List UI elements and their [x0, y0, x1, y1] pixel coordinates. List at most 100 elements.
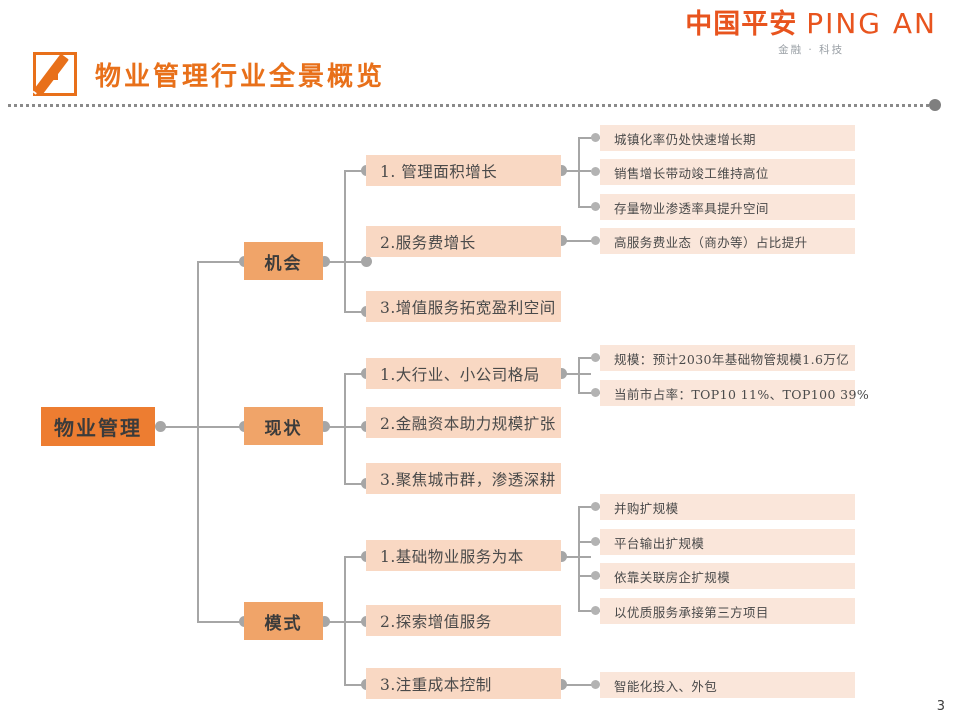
- node-b1-item-1-label: 2.金融资本助力规模扩张: [380, 414, 556, 433]
- connector-b2-item-0: [344, 556, 366, 558]
- connector-b2i0-leaf1: [578, 541, 600, 543]
- page-number: 3: [936, 699, 945, 714]
- dot-b2i2-out: [556, 679, 567, 690]
- connector-main-trunk: [197, 262, 199, 622]
- page-title-group: 物业管理行业全景概览: [32, 52, 386, 97]
- dot-b0i0-leaf2: [591, 202, 600, 211]
- node-branch-status[interactable]: 现状: [244, 407, 323, 445]
- leaf-b1i0-1[interactable]: 当前市占率：TOP10 11%、TOP100 39%: [600, 380, 869, 406]
- connector-b2i0-trunk: [578, 507, 580, 611]
- dot-b1i0-leaf1: [591, 388, 600, 397]
- title-divider: [8, 104, 931, 107]
- leaf-b0i0-2[interactable]: 存量物业渗透率具提升空间: [600, 194, 855, 220]
- dot-b0-item-1: [361, 256, 372, 267]
- node-b0-item-0-label: 1. 管理面积增长: [380, 162, 498, 181]
- dot-b2i0-leaf1: [591, 537, 600, 546]
- node-b2-item-1-label: 2.探索增值服务: [380, 612, 492, 631]
- leaf-b2i0-1-label: 平台输出扩规模: [614, 535, 705, 551]
- dot-b0i0-leaf0: [591, 133, 600, 142]
- node-b0-item-0[interactable]: 1. 管理面积增长: [366, 155, 561, 186]
- leaf-b0i0-0[interactable]: 城镇化率仍处快速增长期: [600, 125, 855, 151]
- connector-b2i0-leaf3: [578, 610, 600, 612]
- connector-b0i0-leaf0: [578, 137, 600, 139]
- node-b0-item-2-label: 3.增值服务拓宽盈利空间: [380, 298, 556, 317]
- connector-dot-branch-0-out: [319, 256, 330, 267]
- connector-dot-branch-1-out: [319, 421, 330, 432]
- brand-name-en: PING AN: [806, 7, 937, 40]
- node-b1-item-0-label: 1.大行业、小公司格局: [380, 365, 540, 384]
- leaf-b2i0-2[interactable]: 依靠关联房企扩规模: [600, 563, 855, 589]
- node-root-label: 物业管理: [54, 416, 142, 440]
- node-branch-0-label: 机会: [264, 253, 303, 274]
- connector-b0i1-out: [561, 240, 596, 242]
- connector-b2i0-leaf0: [578, 506, 600, 508]
- pencil-edit-icon: [32, 52, 77, 97]
- connector-b1i0-trunk: [578, 358, 580, 394]
- connector-b0i0-trunk: [578, 138, 580, 208]
- connector-b0-item-0: [344, 170, 366, 172]
- brand-tagline: 金融 · 科技: [778, 44, 845, 56]
- node-b0-item-2[interactable]: 3.增值服务拓宽盈利空间: [366, 291, 561, 322]
- node-b2-item-2-label: 3.注重成本控制: [380, 675, 492, 694]
- leaf-b0i1-0[interactable]: 高服务费业态（商办等）占比提升: [600, 228, 855, 254]
- dot-b2i0-leaf3: [591, 606, 600, 615]
- connector-b1-item-0: [344, 373, 366, 375]
- leaf-b2i0-2-label: 依靠关联房企扩规模: [614, 569, 731, 585]
- connector-trunk-branch-2: [197, 621, 244, 623]
- node-b1-item-2[interactable]: 3.聚焦城市群，渗透深耕: [366, 463, 561, 494]
- connector-root-trunk: [160, 426, 204, 428]
- node-branch-2-label: 模式: [264, 613, 303, 634]
- leaf-b1i0-0[interactable]: 规模：预计2030年基础物管规模1.6万亿: [600, 345, 855, 371]
- leaf-b2i0-0[interactable]: 并购扩规模: [600, 494, 855, 520]
- dot-b0i1-leaf0: [591, 236, 600, 245]
- connector-dot-branch-2-out: [319, 616, 330, 627]
- connector-b1i0-out: [561, 373, 591, 375]
- leaf-b2i2-0[interactable]: 智能化投入、外包: [600, 672, 855, 698]
- connector-branch-2-trunk: [344, 557, 346, 685]
- connector-branch-0-trunk: [344, 171, 346, 312]
- connector-b0-item-2: [344, 311, 366, 313]
- connector-branch-1-trunk: [344, 374, 346, 484]
- node-b1-item-2-label: 3.聚焦城市群，渗透深耕: [380, 470, 556, 489]
- node-branch-1-label: 现状: [264, 418, 303, 439]
- leaf-b0i0-1-label: 销售增长带动竣工维持高位: [614, 165, 769, 181]
- dot-b0i0-out: [556, 165, 567, 176]
- node-branch-model[interactable]: 模式: [244, 602, 323, 640]
- connector-b2i0-leaf2: [578, 575, 600, 577]
- node-b2-item-1[interactable]: 2.探索增值服务: [366, 605, 561, 636]
- dot-b2i0-out: [556, 551, 567, 562]
- dot-b2i0-leaf0: [591, 502, 600, 511]
- connector-b2-item-2: [344, 684, 366, 686]
- dot-b2i0-leaf2: [591, 571, 600, 580]
- dot-b1i0-out: [556, 368, 567, 379]
- connector-trunk-branch-1: [197, 426, 244, 428]
- connector-b0i0-leaf2: [578, 206, 600, 208]
- node-b1-item-1[interactable]: 2.金融资本助力规模扩张: [366, 407, 561, 438]
- connector-b1i0-leaf1: [578, 392, 600, 394]
- page-title: 物业管理行业全景概览: [95, 61, 386, 92]
- leaf-b2i2-0-label: 智能化投入、外包: [614, 678, 718, 694]
- node-b2-item-2[interactable]: 3.注重成本控制: [366, 668, 561, 699]
- node-b1-item-0[interactable]: 1.大行业、小公司格局: [366, 358, 561, 389]
- node-branch-opportunity[interactable]: 机会: [244, 242, 323, 280]
- connector-b0i0-out: [561, 170, 591, 172]
- brand-name-cn: 中国平安: [685, 8, 798, 40]
- node-b0-item-1-label: 2.服务费增长: [380, 233, 476, 252]
- leaf-b0i0-0-label: 城镇化率仍处快速增长期: [614, 131, 756, 147]
- dot-b1i0-leaf0: [591, 353, 600, 362]
- connector-dot-root: [155, 421, 166, 432]
- connector-b2i0-out: [561, 556, 591, 558]
- leaf-b2i0-3-label: 以优质服务承接第三方项目: [614, 604, 769, 620]
- leaf-b2i0-1[interactable]: 平台输出扩规模: [600, 529, 855, 555]
- node-b2-item-0[interactable]: 1.基础物业服务为本: [366, 540, 561, 571]
- node-root[interactable]: 物业管理: [41, 407, 155, 446]
- leaf-b2i0-0-label: 并购扩规模: [614, 500, 679, 516]
- node-b0-item-1[interactable]: 2.服务费增长: [366, 226, 561, 257]
- leaf-b1i0-0-label: 规模：预计2030年基础物管规模1.6万亿: [614, 351, 850, 367]
- leaf-b2i0-3[interactable]: 以优质服务承接第三方项目: [600, 598, 855, 624]
- dot-b0i1-out: [556, 235, 567, 246]
- leaf-b0i0-1[interactable]: 销售增长带动竣工维持高位: [600, 159, 855, 185]
- connector-b1i0-leaf0: [578, 357, 600, 359]
